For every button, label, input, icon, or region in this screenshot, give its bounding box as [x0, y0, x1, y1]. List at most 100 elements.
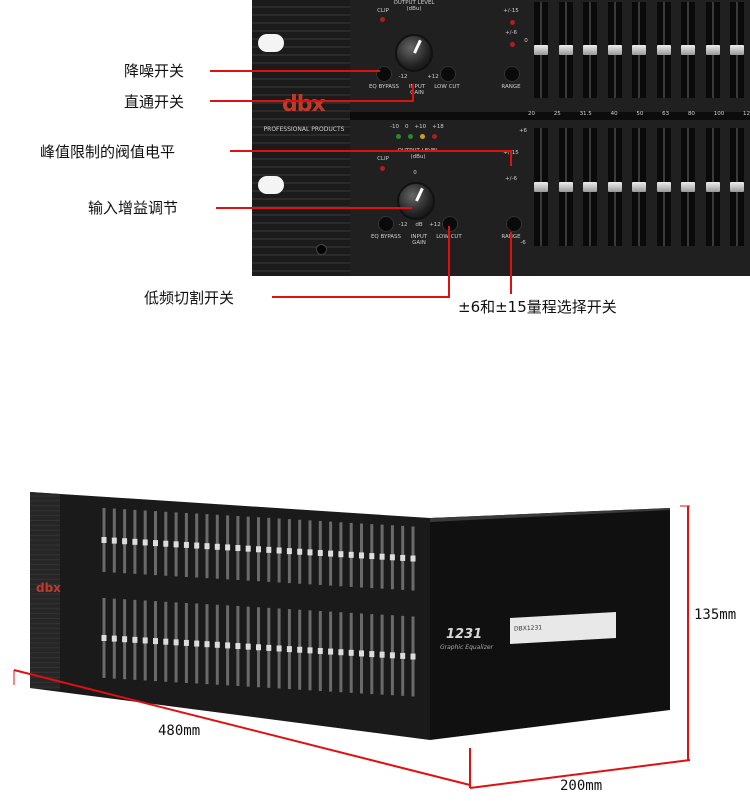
- clip-label: CLIP: [377, 8, 389, 14]
- unit-slider-cap: [389, 652, 395, 659]
- width-dim-line: [13, 669, 471, 786]
- unit-slider-cap: [276, 547, 282, 554]
- clip-label-2: CLIP: [377, 156, 389, 162]
- slider-cap[interactable]: [656, 182, 671, 192]
- scale-minus: -6: [520, 240, 526, 246]
- closeup-slider[interactable]: [632, 128, 646, 246]
- range-led: [510, 20, 515, 25]
- closeup-slider[interactable]: [681, 128, 695, 246]
- unit-slider-cap: [369, 553, 375, 560]
- closeup-slider[interactable]: [681, 2, 695, 98]
- unit-slider-cap: [307, 549, 313, 556]
- callout-gain-text: 输入增益调节: [88, 199, 179, 217]
- freq-label: 40: [610, 111, 618, 117]
- rack-hole: [258, 34, 284, 52]
- unit-slider-cap: [286, 548, 292, 555]
- unit-slider-cap: [183, 639, 189, 646]
- slider-cap[interactable]: [705, 45, 720, 55]
- channel-divider: [350, 112, 750, 120]
- slider-cap[interactable]: [681, 45, 695, 55]
- meter-led: [408, 134, 413, 139]
- slider-cap[interactable]: [705, 182, 720, 192]
- depth-label: 200mm: [560, 778, 603, 794]
- callout-gain-line: [216, 207, 412, 209]
- serial-sticker: [510, 612, 616, 644]
- freq-label: 25: [553, 111, 561, 117]
- unit-dbx-logo: dbx: [36, 581, 61, 595]
- slider-cap[interactable]: [632, 45, 646, 55]
- unit-slider-cap: [153, 540, 158, 547]
- closeup-slider[interactable]: [705, 128, 720, 246]
- unit-slider-cap: [225, 544, 231, 551]
- clip-led-2: [380, 166, 385, 171]
- slider-cap[interactable]: [632, 182, 646, 192]
- meter-led: [432, 134, 437, 139]
- input-gain-knob[interactable]: [395, 34, 433, 72]
- low-cut-button-2[interactable]: [442, 216, 458, 232]
- unit-slider-cap: [317, 549, 323, 556]
- closeup-slider[interactable]: [656, 128, 671, 246]
- unit-slider-cap: [410, 653, 416, 660]
- dbx-sub: PROFESSIONAL PRODUCTS: [263, 126, 345, 133]
- range-button[interactable]: [504, 66, 520, 82]
- unit-slider-cap: [101, 537, 107, 543]
- callout-lowcut-line-v: [448, 226, 450, 298]
- closeup-slider[interactable]: [607, 128, 622, 246]
- slider-cap[interactable]: [730, 182, 744, 192]
- closeup-slider[interactable]: [583, 2, 597, 98]
- closeup-slider[interactable]: [632, 2, 646, 98]
- unit-slider-cap: [245, 545, 251, 552]
- eq-bypass-button-2[interactable]: [378, 216, 394, 232]
- unit-slider-cap: [183, 541, 189, 548]
- input-gain-label-2: INPUT GAIN: [410, 234, 428, 246]
- unit-slider-cap: [194, 640, 200, 647]
- closeup-slider[interactable]: [534, 128, 548, 246]
- slider-cap[interactable]: [534, 45, 548, 55]
- unit-slider-cap: [348, 649, 354, 656]
- slider-cap[interactable]: [607, 45, 622, 55]
- unit-slider-cap: [410, 555, 416, 562]
- unit-slider-cap: [297, 646, 303, 653]
- closeup-slider[interactable]: [607, 2, 622, 98]
- unit-slider-cap: [317, 647, 323, 654]
- input-gain-knob-2[interactable]: [397, 182, 435, 220]
- closeup-slider[interactable]: [534, 2, 548, 98]
- slider-cap[interactable]: [656, 45, 671, 55]
- slider-cap[interactable]: [583, 182, 597, 192]
- eq-bypass-label: EQ BYPASS: [368, 84, 400, 90]
- closeup-slider[interactable]: [656, 2, 671, 98]
- range-mark-6: +/-6: [505, 30, 517, 36]
- slider-cap[interactable]: [558, 182, 573, 192]
- model-label: 1231: [446, 627, 483, 642]
- meter-led: [396, 134, 401, 139]
- slider-cap[interactable]: [681, 182, 695, 192]
- closeup-slider[interactable]: [558, 2, 573, 98]
- slider-cap[interactable]: [583, 45, 597, 55]
- closeup-slider[interactable]: [705, 2, 720, 98]
- screw: [316, 244, 327, 255]
- callout-range-line-v: [510, 232, 512, 294]
- closeup-slider[interactable]: [558, 128, 573, 246]
- slider-cap[interactable]: [607, 182, 622, 192]
- range-button-2[interactable]: [506, 216, 522, 232]
- closeup-slider[interactable]: [583, 128, 597, 246]
- closeup-slider[interactable]: [730, 128, 744, 246]
- meter-led: [420, 134, 425, 139]
- unit-slider-cap: [379, 553, 385, 560]
- slider-cap[interactable]: [730, 45, 744, 55]
- callout-bypass-line-v: [412, 84, 414, 101]
- slider-cap[interactable]: [534, 182, 548, 192]
- unit-slider-cap: [400, 652, 406, 659]
- callout-threshold-line-v: [510, 150, 512, 166]
- unit-slider-cap: [214, 641, 220, 648]
- low-cut-button[interactable]: [440, 66, 456, 82]
- eq-bypass-button[interactable]: [376, 66, 392, 82]
- range-led: [510, 42, 515, 47]
- unit-slider-cap: [101, 635, 107, 641]
- closeup-slider[interactable]: [730, 2, 744, 98]
- callout-bypass-text: 直通开关: [124, 93, 185, 111]
- meter-scale: -10 0 +10 +18: [390, 124, 444, 130]
- sticker-text: DBX1231: [514, 624, 543, 633]
- callout-noise-text: 降噪开关: [124, 62, 185, 80]
- slider-cap[interactable]: [558, 45, 573, 55]
